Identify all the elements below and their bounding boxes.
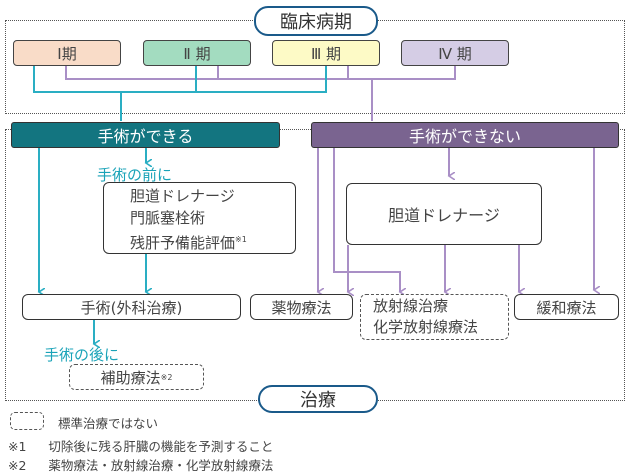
inoperable-drainage-box: 胆道ドレナージ bbox=[346, 183, 542, 245]
palliative-box: 緩和療法 bbox=[514, 294, 619, 320]
stage-1-box: Ⅰ期 bbox=[13, 40, 121, 66]
footnote-2-mark: ※2 bbox=[8, 458, 27, 473]
stage-1-label: Ⅰ期 bbox=[57, 44, 77, 63]
inoperable-drainage-label: 胆道ドレナージ bbox=[388, 206, 500, 225]
stage-3-box: Ⅲ 期 bbox=[272, 40, 380, 66]
purple-connectors bbox=[65, 65, 594, 292]
before-surgery-box: 胆道ドレナージ 門脈塞栓術 残肝予備能評価※1 bbox=[103, 182, 296, 254]
stage-3-label: Ⅲ 期 bbox=[310, 44, 342, 63]
radiation-box: 放射線治療 化学放射線療法 bbox=[360, 294, 509, 340]
note-mark-2: ※2 bbox=[160, 372, 173, 382]
adjuvant-box: 補助療法※2 bbox=[69, 364, 204, 390]
dashed-legend-swatch bbox=[10, 412, 44, 430]
before-item-portal-vein-embolization: 門脈塞栓術 bbox=[130, 209, 206, 227]
adjuvant-label: 補助療法 bbox=[100, 368, 161, 387]
operable-header: 手術ができる bbox=[11, 122, 280, 148]
treatment-title: 治療 bbox=[258, 385, 378, 413]
stage-2-label: Ⅱ 期 bbox=[183, 44, 211, 63]
drug-therapy-label: 薬物療法 bbox=[271, 298, 332, 317]
footnote-1: ※1 切除後に残る肝臓の機能を予測すること bbox=[8, 436, 273, 455]
before-item-liver-reserve: 残肝予備能評価※1 bbox=[130, 234, 247, 252]
before-surgery-label: 手術の前に bbox=[97, 166, 173, 184]
inoperable-header-label: 手術ができない bbox=[408, 127, 521, 146]
dashed-legend-text: 標準治療ではない bbox=[58, 416, 159, 431]
footnote-1-text: 切除後に残る肝臓の機能を予測すること bbox=[48, 439, 274, 454]
footnote-1-mark: ※1 bbox=[8, 439, 27, 454]
palliative-label: 緩和療法 bbox=[536, 298, 597, 317]
footnote-2-text: 薬物療法・放射線治療・化学放射線療法 bbox=[48, 458, 274, 473]
drug-therapy-box: 薬物療法 bbox=[250, 294, 353, 320]
chemoradiation-label: 化学放射線療法 bbox=[373, 318, 479, 336]
inoperable-header: 手術ができない bbox=[311, 122, 619, 148]
clinical-stage-title: 臨床病期 bbox=[254, 6, 378, 36]
surgery-box: 手術(外科治療) bbox=[22, 294, 241, 320]
radiation-therapy-label: 放射線治療 bbox=[373, 297, 449, 315]
stage-2-box: Ⅱ 期 bbox=[143, 40, 251, 66]
stage-4-label: Ⅳ 期 bbox=[438, 44, 472, 63]
stage-4-box: Ⅳ 期 bbox=[401, 40, 509, 66]
after-surgery-label: 手術の後に bbox=[44, 346, 120, 364]
teal-connectors bbox=[33, 65, 327, 344]
surgery-label: 手術(外科治療) bbox=[80, 298, 183, 317]
before-item-drainage: 胆道ドレナージ bbox=[130, 187, 235, 205]
operable-header-label: 手術ができる bbox=[97, 127, 194, 146]
treatment-title-text: 治療 bbox=[300, 390, 336, 411]
note-mark-1: ※1 bbox=[235, 235, 247, 244]
clinical-stage-title-text: 臨床病期 bbox=[280, 12, 352, 33]
footnote-2: ※2 薬物療法・放射線治療・化学放射線療法 bbox=[8, 455, 273, 474]
